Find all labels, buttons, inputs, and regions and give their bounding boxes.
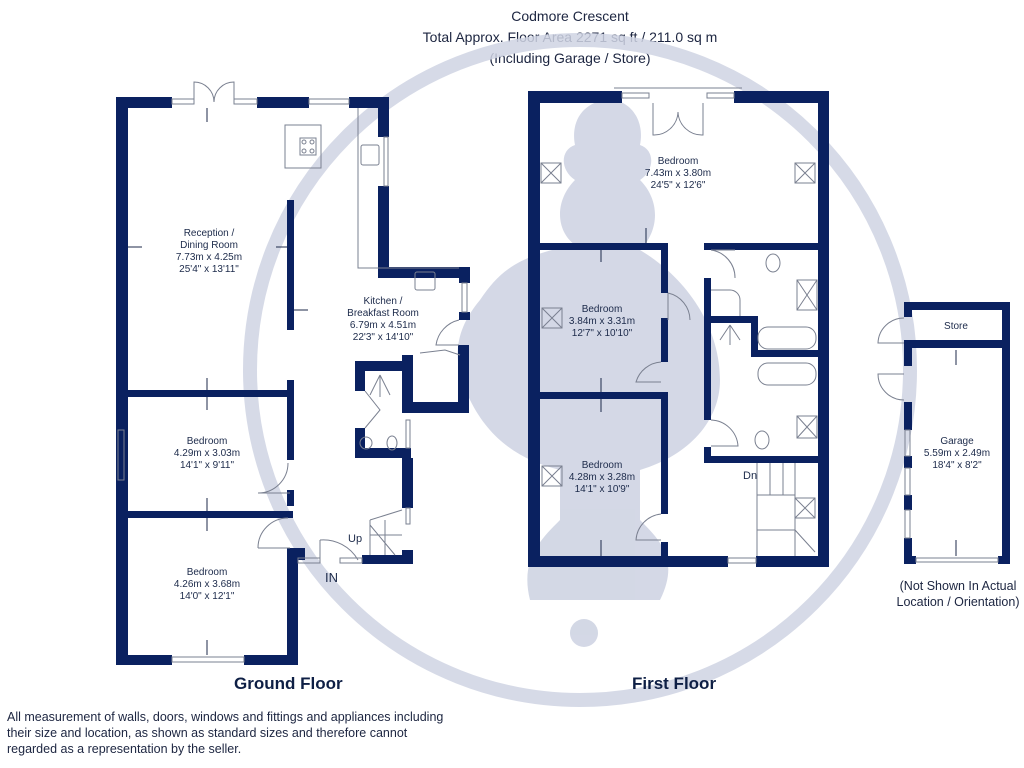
room-label-bedroom-ground-2: Bedroom 4.26m x 3.68m 14'0" x 12'1" — [173, 567, 241, 602]
area-note: (Including Garage / Store) — [489, 50, 651, 66]
room-label-bedroom-first-3: Bedroom 4.28m x 3.28m 14'1" x 10'9" — [568, 460, 636, 495]
stairs-up-label: Up — [348, 533, 363, 545]
first-floor-fixtures — [540, 87, 818, 564]
room-label-bedroom-first-2: Bedroom 3.84m x 3.31m 12'7" x 10'10" — [568, 304, 636, 339]
garage-orientation-note: (Not Shown In Actual Location / Orientat… — [896, 579, 1020, 609]
room-label-bedroom-ground-1: Bedroom 4.29m x 3.03m 14'1" x 9'11" — [173, 436, 241, 471]
ground-floor-fixtures — [117, 81, 468, 663]
garage-plan — [904, 302, 1010, 564]
room-label-reception-dining: Reception / Dining Room 7.73m x 4.25m 25… — [175, 228, 243, 275]
ground-floor-label: Ground Floor — [234, 674, 343, 693]
garage-fixtures — [877, 317, 999, 563]
dimension-arrows — [128, 108, 957, 655]
ground-floor-plan — [116, 97, 470, 665]
property-name: Codmore Crescent — [511, 8, 629, 24]
room-label-garage: Garage 5.59m x 2.49m 18'4" x 8'2" — [923, 436, 991, 471]
stairs-down-label: Dn — [743, 470, 758, 482]
disclaimer-text: All measurement of walls, doors, windows… — [7, 710, 444, 756]
room-label-bedroom-first-main: Bedroom 7.43m x 3.80m 24'5" x 12'6" — [644, 156, 712, 191]
watermark-logo — [243, 33, 917, 707]
watermark-bust — [457, 100, 720, 647]
room-label-store: Store — [944, 321, 968, 332]
room-label-kitchen-breakfast: Kitchen / Breakfast Room 6.79m x 4.51m 2… — [347, 296, 419, 343]
entrance-label: IN — [325, 570, 338, 585]
first-floor-plan — [528, 91, 829, 567]
first-floor-label: First Floor — [632, 674, 717, 693]
